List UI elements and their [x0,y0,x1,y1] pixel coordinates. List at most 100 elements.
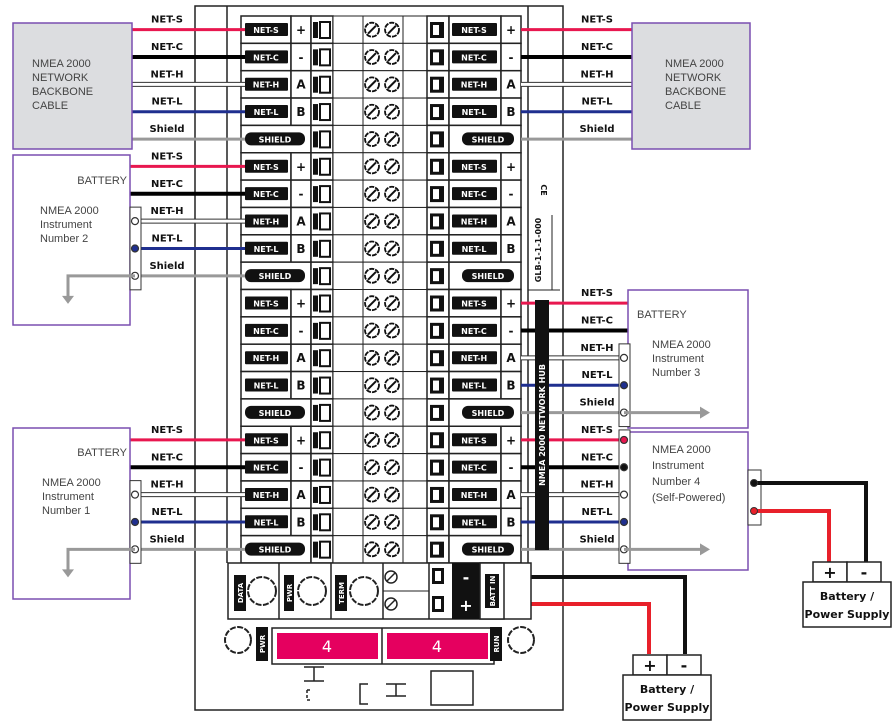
left-terminal-label-bg [245,105,288,119]
wire-label: NET-L [151,97,183,108]
power-terminal-screw-2 [384,597,398,611]
wire-label: NET-S [151,425,183,436]
left-socket [313,541,318,558]
left-terminal-label-bg [245,241,288,255]
right-terminal-label: NET-L [462,108,487,117]
left-terminal-label: NET-L [254,518,279,527]
hub-name: NMEA 2000 NETWORK HUB [538,364,547,486]
device-text-line: NMEA 2000 [40,205,99,217]
psu-label-line1: Battery / [640,683,695,696]
left-socket [313,158,318,175]
display-left-value: 4 [322,637,332,656]
hub-bottom-panel: DATA PWR TERM - + BATT [224,562,535,706]
right-terminal-label-bg [462,542,514,556]
connector-pin [619,381,629,390]
left-terminal-label: NET-S [253,163,279,172]
battery-power-supply: +-Battery /Power Supply [802,561,892,628]
left-terminal-label: SHIELD [259,135,292,144]
left-socket [313,377,318,394]
term-button-label: TERM [338,582,346,604]
wire-label: NET-C [581,42,613,53]
device-text-line: NMEA 2000 [32,58,91,70]
left-terminal-label: NET-C [253,464,279,473]
left-socket [313,49,318,66]
right-terminal-sign: A [506,78,516,92]
psu-label-line2: Power Supply [805,608,890,621]
left-socket [313,486,318,503]
ce-mark: CE [539,184,548,195]
left-terminal-sign: A [296,351,306,365]
left-terminal-sign: - [299,461,304,475]
left-socket [313,432,318,449]
right-terminal-sign: + [506,160,516,174]
connector-pin [619,353,629,362]
right-terminal-sign: - [509,187,514,201]
pwr-button[interactable]: PWR [284,575,327,611]
device-text-line: NMEA 2000 [42,477,101,489]
wire-label: NET-H [580,343,613,354]
wire-label: NET-C [151,42,183,53]
left-terminal-label-bg [245,23,288,36]
connector-pin [619,517,629,527]
left-socket [313,240,318,257]
left-terminal-label-bg [245,187,288,201]
left-socket [313,22,318,38]
left-terminal-sign: B [296,515,305,529]
right-terminal-sign: A [506,214,516,228]
instrument-4-box [627,431,749,571]
device-text-line: Number 1 [42,505,90,517]
right-terminal-label-bg [452,515,497,529]
led-left-label: PWR [259,634,267,653]
device-text-line: Number 2 [40,233,88,245]
left-terminal-label-bg [245,542,305,556]
device-text-line: Instrument [40,219,92,231]
right-terminal-label-bg [452,378,497,392]
psu-label-line1: Battery / [820,590,875,603]
left-terminal-label: NET-H [253,217,279,226]
wire-label: NET-H [150,480,183,491]
connector-pin [619,490,629,499]
left-terminal-label-bg [245,50,288,64]
left-terminal-sign: - [299,50,304,64]
right-terminal-label-bg [452,296,497,310]
left-terminal-sign: A [296,78,306,92]
device-text-line: NMEA 2000 [652,444,711,456]
left-terminal-label: NET-L [254,108,279,117]
psu-label-line2: Power Supply [625,701,710,714]
right-terminal-sign: + [506,297,516,311]
ground-arrow-icon [66,274,135,300]
battery-power-supply: +-Battery /Power Supply [622,654,712,721]
left-terminal-sign: B [296,105,305,119]
term-button[interactable]: TERM [335,575,379,611]
wire-label: Shield [579,398,614,409]
instrument-4-power-connector [747,469,762,526]
battery-label: BATTERY [77,175,127,187]
left-terminal-label: NET-C [253,190,279,199]
left-terminal-sign: + [296,23,306,37]
right-terminal-label: NET-C [461,327,487,336]
device-text-line: CABLE [665,100,701,112]
right-terminal-label: SHIELD [472,546,505,555]
left-socket [313,350,318,367]
left-terminal-label-bg [245,269,305,283]
hub-neg-wire [504,575,687,654]
right-terminal-label: NET-C [461,190,487,199]
right-terminal-label-bg [452,460,497,474]
wire-label: NET-L [581,507,613,518]
left-terminal-label-bg [245,487,288,501]
display-right [387,633,488,659]
right-terminal-label-bg [452,241,497,255]
right-terminal-label-bg [452,159,497,173]
device-text-line: Instrument [652,353,704,365]
left-terminal-sign: - [299,324,304,338]
right-terminal-label: NET-C [461,53,487,62]
right-terminal-label-bg [452,323,497,337]
data-button[interactable]: DATA [234,575,277,611]
device-text-line: Instrument [652,460,704,472]
device-text-line: NMEA 2000 [665,58,724,70]
wire-label: NET-C [151,452,183,463]
left-terminal-label-bg [245,460,288,474]
